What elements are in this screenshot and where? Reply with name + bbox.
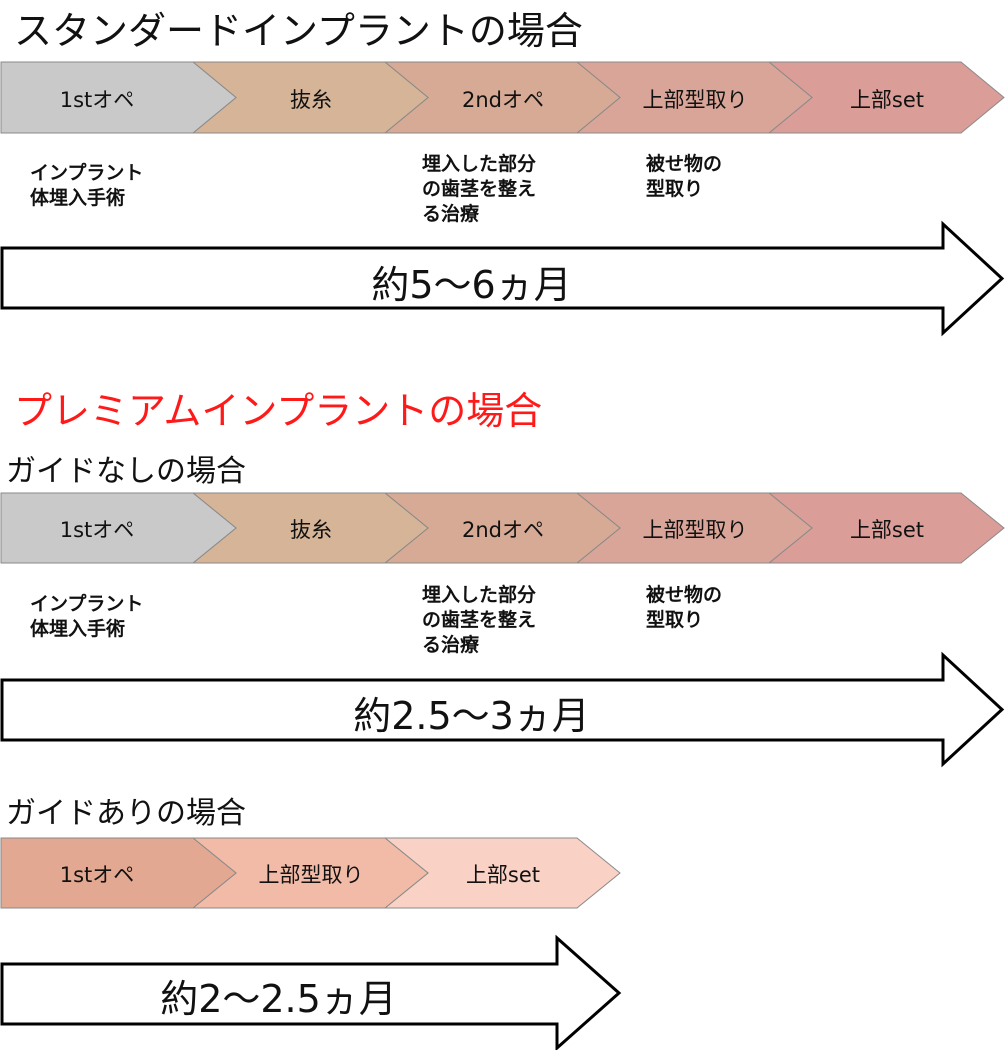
standard-note: 被せ物の 型取り xyxy=(646,153,723,200)
no-guide-step-0 xyxy=(0,492,237,564)
standard-step-label: 抜糸 xyxy=(290,87,332,112)
standard-step-0 xyxy=(0,61,237,134)
no-guide-step-label: 1stオペ xyxy=(59,518,135,542)
no-guide-step-label: 上部set xyxy=(849,518,925,542)
standard-step-label: 上部set xyxy=(849,87,925,112)
standard-note: 埋入した部分 の歯茎を整え る治療 xyxy=(422,153,537,225)
no-guide-title: ガイドなしの場合 xyxy=(6,454,246,489)
no-guide-step-label: 2ndオペ xyxy=(461,518,544,542)
with-guide-step-label: 上部型取り xyxy=(258,863,364,887)
no-guide-arrow xyxy=(0,651,1005,768)
with-guide-step-0 xyxy=(0,837,237,909)
standard-step-label: 1stオペ xyxy=(59,87,135,112)
standard-step-label: 2ndオペ xyxy=(461,87,544,112)
standard-arrow xyxy=(0,220,1005,337)
standard-step-label: 上部型取り xyxy=(642,87,748,112)
standard-note: インプラント 体埋入手術 xyxy=(30,162,144,209)
with-guide-step-label: 上部set xyxy=(465,863,541,887)
with-guide-arrow xyxy=(0,934,622,1050)
no-guide-step-label: 上部型取り xyxy=(642,518,748,542)
no-guide-step-label: 抜糸 xyxy=(290,518,332,542)
with-guide-title: ガイドありの場合 xyxy=(6,796,246,831)
no-guide-note: 被せ物の 型取り xyxy=(646,584,723,631)
no-guide-note: インプラント 体埋入手術 xyxy=(30,593,144,640)
with-guide-duration: 約2〜2.5ヵ月 xyxy=(160,977,397,1021)
no-guide-duration: 約2.5〜3ヵ月 xyxy=(353,693,590,738)
with-guide-step-label: 1stオペ xyxy=(59,863,135,887)
standard-duration: 約5〜6ヵ月 xyxy=(371,262,572,307)
no-guide-note: 埋入した部分 の歯茎を整え る治療 xyxy=(422,584,537,656)
standard-title: スタンダードインプラントの場合 xyxy=(14,9,583,53)
premium-title: プレミアムインプラントの場合 xyxy=(14,389,543,433)
